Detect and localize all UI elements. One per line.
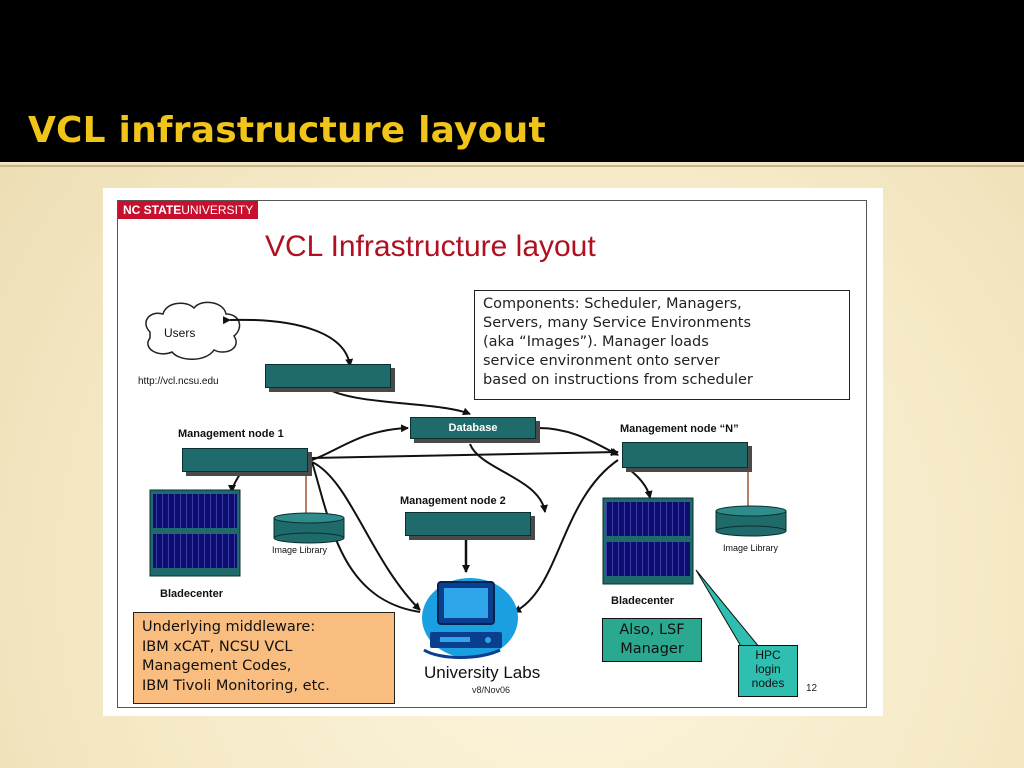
portal-url: http://vcl.ncsu.edu	[138, 376, 219, 387]
image-library-right-label: Image Library	[723, 543, 779, 553]
database-to-mgmt2-arrow	[469, 443, 548, 513]
components-line: service environment onto server	[483, 353, 720, 369]
bladecenter-right-icon	[602, 497, 694, 585]
hpc-note: HPC login nodes	[738, 645, 798, 697]
title-divider-shadow	[0, 165, 1024, 167]
middleware-line: Management Codes,	[142, 658, 292, 674]
hpc-line: login	[755, 662, 781, 676]
hpc-line: nodes	[751, 676, 785, 690]
mgmtN-label: Management node “N”	[620, 423, 739, 435]
mgmt1-to-blades-arrow	[228, 473, 241, 493]
mgmt1-label: Management node 1	[178, 428, 284, 440]
mgmt1-to-database-arrow	[304, 424, 409, 467]
university-labs-label: University Labs	[424, 663, 541, 682]
components-line: based on instructions from scheduler	[483, 372, 753, 388]
database-label: Database	[448, 422, 498, 434]
mgmt2-label: Management node 2	[400, 495, 506, 507]
mgmt1-to-labs-arrow	[311, 461, 421, 611]
portal-to-database-arrow	[321, 383, 471, 416]
components-note: Components: Scheduler, Managers, Servers…	[474, 290, 850, 400]
components-line: (aka “Images”). Manager loads	[483, 334, 709, 350]
version-label: v8/Nov06	[472, 685, 511, 695]
title-bar	[0, 0, 1024, 162]
university-banner: NC STATEUNIVERSITY	[118, 201, 259, 219]
computer-icon	[422, 578, 518, 659]
page-number: 12	[806, 683, 818, 694]
mgmt1-to-mgmtN-arrow	[304, 448, 619, 463]
mgmtN-to-labs-arrow	[513, 459, 619, 613]
bladecenter-left-label: Bladecenter	[160, 588, 223, 600]
components-line: Servers, many Service Environments	[483, 315, 752, 331]
lsf-line: Manager	[620, 641, 684, 657]
mgmtN-to-blades-arrow	[629, 469, 653, 499]
figure-title: VCL Infrastructure layout	[265, 230, 596, 263]
components-line: Components: Scheduler, Managers,	[483, 296, 742, 312]
portal-node	[265, 364, 391, 388]
hpc-callout-pointer	[695, 569, 762, 649]
slide-title: VCL infrastructure layout	[28, 110, 546, 151]
figure-frame	[117, 200, 867, 708]
image-library-left-icon	[273, 512, 345, 544]
image-library-left-label: Image Library	[272, 545, 328, 555]
mgmt1-node	[182, 448, 308, 472]
banner-bold-text: NC STATE	[123, 203, 182, 217]
hpc-line: HPC	[755, 648, 781, 662]
middleware-note: Underlying middleware: IBM xCAT, NCSU VC…	[133, 612, 395, 704]
banner-rest-text: UNIVERSITY	[181, 203, 254, 217]
lsf-note: Also, LSF Manager	[602, 618, 702, 662]
database-node: Database	[410, 417, 536, 439]
lsf-line: Also, LSF	[619, 622, 685, 638]
bladecenter-right-label: Bladecenter	[611, 595, 674, 607]
users-to-portal-arrow	[222, 316, 354, 367]
users-label: Users	[164, 326, 196, 340]
middleware-line: IBM Tivoli Monitoring, etc.	[142, 677, 330, 694]
middleware-line: IBM xCAT, NCSU VCL	[142, 638, 293, 655]
title-divider	[0, 162, 1024, 164]
database-to-mgmtN-arrow	[530, 423, 619, 456]
middleware-line: Underlying middleware:	[142, 619, 316, 635]
bladecenter-left-icon	[149, 489, 241, 577]
image-library-right-icon	[715, 505, 787, 537]
mgmt2-node	[405, 512, 531, 536]
labs-to-mgmt1-curve	[311, 461, 421, 613]
mgmtN-node	[622, 442, 748, 468]
